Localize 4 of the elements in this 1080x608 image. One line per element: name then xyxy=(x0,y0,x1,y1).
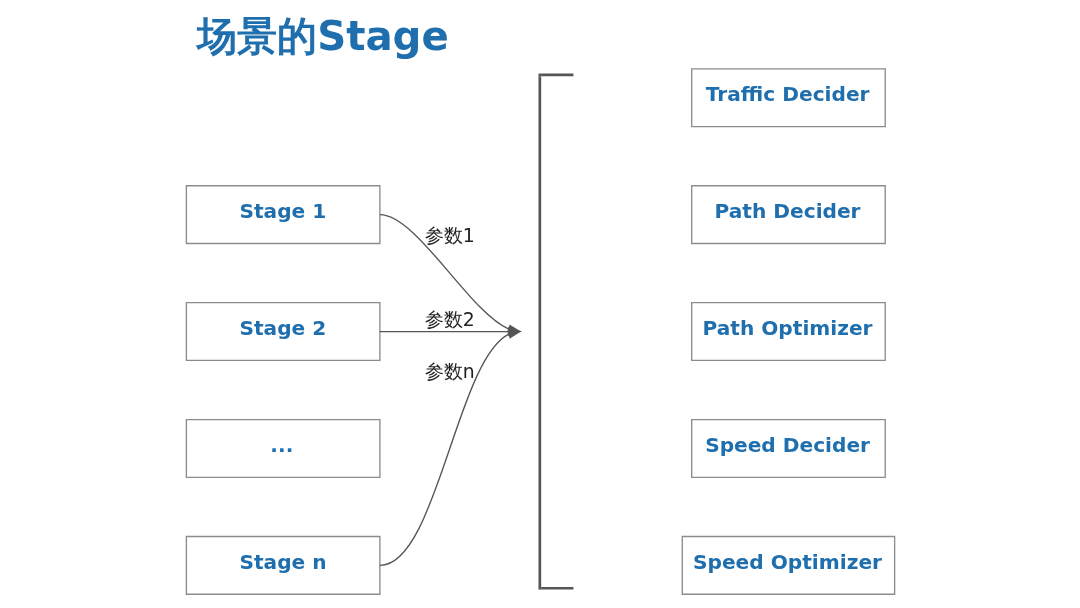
edge-label: 参数2 xyxy=(424,309,475,331)
edge-label: 参数n xyxy=(424,360,475,382)
diagram-title: 场景的Stage xyxy=(196,13,449,60)
edge-label: 参数1 xyxy=(424,224,475,246)
